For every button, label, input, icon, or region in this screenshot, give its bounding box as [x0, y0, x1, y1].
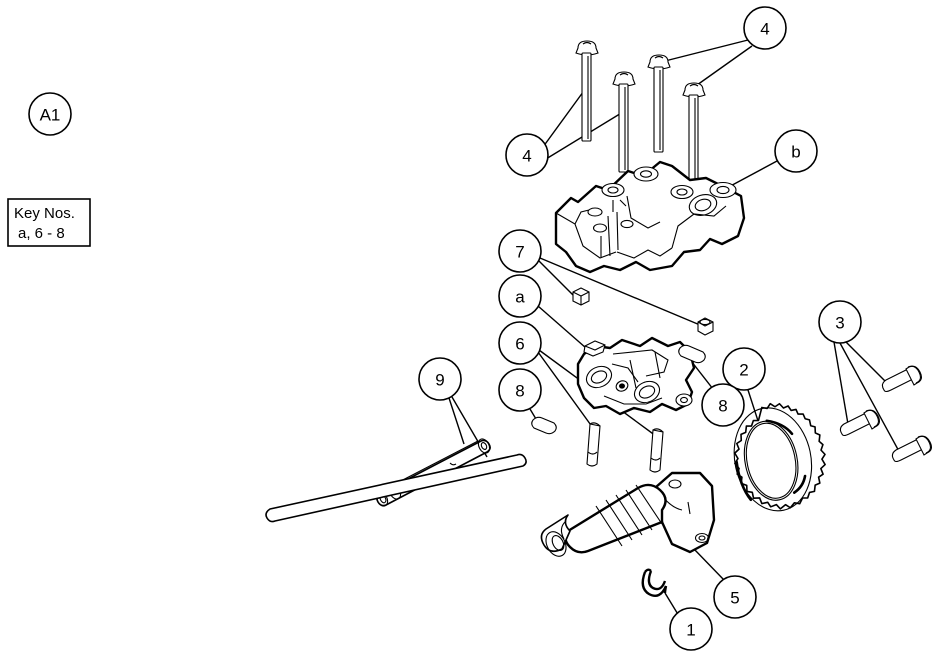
gear-bolt	[891, 435, 933, 463]
callout-label: 1	[686, 621, 695, 640]
dowel-stud	[649, 428, 664, 473]
callout-7[interactable]: 7	[498, 229, 542, 273]
figure-code-badge: A1	[28, 92, 72, 136]
callout-label: 5	[730, 589, 739, 608]
callout-label: 4	[522, 147, 531, 166]
callout-8-right[interactable]: 8	[701, 383, 745, 427]
rocker-shaft	[265, 453, 527, 523]
callout-label: 8	[718, 397, 727, 416]
retaining-clip	[641, 568, 668, 597]
figure-code-label: A1	[40, 106, 61, 125]
housing-bolt	[575, 40, 599, 142]
housing-bolt-group	[575, 40, 706, 184]
camshaft-gear	[733, 402, 826, 512]
callout-4-upper[interactable]: 4	[743, 6, 787, 50]
housing-bolt	[647, 54, 671, 153]
callout-3[interactable]: 3	[818, 300, 862, 344]
callout-label: 2	[739, 361, 748, 380]
callout-group: 4 4 b 7 a 6 8	[418, 6, 862, 651]
housing-bolt	[612, 71, 636, 173]
callout-label: 4	[760, 20, 769, 39]
dowel-pin	[678, 344, 706, 364]
callout-8-left[interactable]: 8	[498, 368, 542, 412]
rocker-arm-bracket	[576, 336, 696, 416]
callout-label: 3	[835, 314, 844, 333]
callout-label: 8	[515, 382, 524, 401]
gear-bolt	[839, 409, 881, 437]
nut	[572, 287, 590, 306]
camshaft	[540, 471, 716, 557]
callout-label: 9	[435, 371, 444, 390]
key-nos-line1: Key Nos.	[14, 205, 75, 222]
nut	[697, 317, 714, 336]
callout-1[interactable]: 1	[669, 607, 713, 651]
callout-6[interactable]: 6	[498, 321, 542, 365]
callout-label: 6	[515, 335, 524, 354]
callout-label: b	[791, 143, 800, 162]
callout-9[interactable]: 9	[418, 357, 462, 401]
housing-bolt	[682, 82, 706, 184]
dowel-stud	[586, 422, 601, 467]
callout-5[interactable]: 5	[713, 575, 757, 619]
callout-a[interactable]: a	[498, 274, 542, 318]
key-nos-line2: a, 6 - 8	[18, 225, 65, 242]
callout-label: a	[515, 288, 525, 307]
callout-b[interactable]: b	[774, 129, 818, 173]
callout-2[interactable]: 2	[722, 347, 766, 391]
key-nos-box: Key Nos. a, 6 - 8	[7, 198, 91, 247]
callout-label: 7	[515, 243, 524, 262]
callout-4-lower[interactable]: 4	[505, 133, 549, 177]
dowel-pin	[531, 416, 557, 435]
gear-bolt	[881, 365, 923, 393]
bearing-housing	[554, 160, 746, 274]
